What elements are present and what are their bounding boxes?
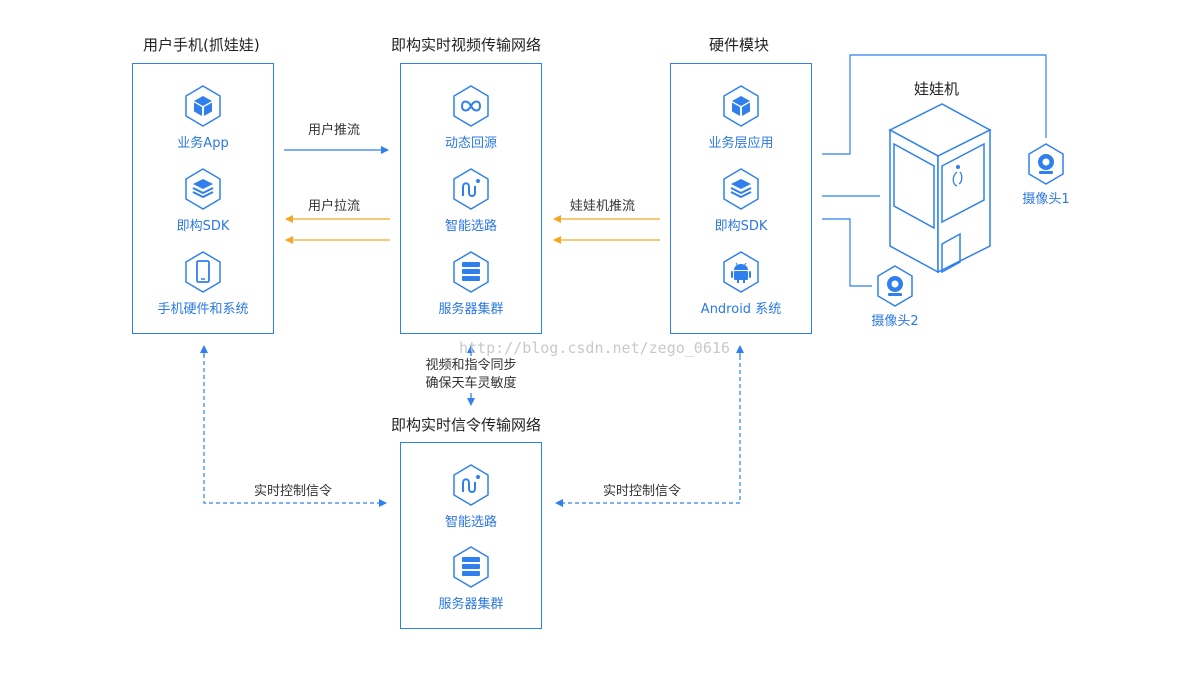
item-label: 服务器集群 (438, 597, 504, 612)
cam2-wire (822, 218, 872, 287)
route-icon (453, 464, 489, 506)
webcam-icon (1028, 143, 1064, 185)
machine-push-label: 娃娃机推流 (570, 199, 636, 214)
route-icon (453, 168, 489, 210)
video-item-routing: 智能选路 (401, 167, 541, 234)
infinity-icon (453, 85, 489, 127)
item-label: 服务器集群 (438, 302, 504, 317)
control-right-label: 实时控制信令 (603, 484, 682, 499)
video-net-title: 即构实时视频传输网络 (391, 36, 542, 54)
phone-title: 用户手机(抓娃娃) (143, 36, 260, 54)
phone-item-app: 业务App (133, 84, 273, 151)
hardware-item-android: Android 系统 (671, 250, 811, 317)
layers-icon (723, 168, 759, 210)
item-label: 智能选路 (444, 219, 497, 234)
signal-item-routing: 智能选路 (401, 463, 541, 530)
item-label: 即构SDK (176, 219, 230, 234)
video-net-box: 动态回源 智能选路 服务器集群 (400, 63, 542, 334)
camera-2-label: 摄像头2 (871, 314, 919, 329)
control-left-label: 实时控制信令 (254, 484, 333, 499)
camera-2: 摄像头2 (863, 264, 927, 329)
item-label: 手机硬件和系统 (157, 302, 249, 317)
camera-1-label: 摄像头1 (1022, 192, 1070, 207)
hardware-box: 业务层应用 即构SDK Android 系统 (670, 63, 812, 334)
machine-title: 娃娃机 (914, 80, 960, 98)
sync-line-1: 视频和指令同步 (425, 358, 517, 373)
phone-item-hardware: 手机硬件和系统 (133, 250, 273, 317)
control-right-path (555, 356, 741, 507)
server-icon (453, 546, 489, 588)
hardware-item-app: 业务层应用 (671, 84, 811, 151)
phone-item-sdk: 即构SDK (133, 167, 273, 234)
control-left-path (203, 354, 387, 507)
phone-box: 业务App 即构SDK 手机硬件和系统 (132, 63, 274, 334)
cube-icon (723, 85, 759, 127)
camera-1: 摄像头1 (1014, 142, 1078, 207)
signal-net-title: 即构实时信令传输网络 (391, 416, 542, 434)
phone-icon (185, 251, 221, 293)
sync-label: 视频和指令同步 确保天车灵敏度 (410, 357, 532, 393)
item-label: 动态回源 (444, 136, 497, 151)
server-icon (453, 251, 489, 293)
hardware-item-sdk: 即构SDK (671, 167, 811, 234)
item-label: 业务层应用 (708, 136, 774, 151)
user-push-label: 用户推流 (308, 123, 361, 138)
item-label: 即构SDK (714, 219, 768, 234)
claw-machine-illustration (888, 103, 992, 274)
signal-item-servers: 服务器集群 (401, 545, 541, 612)
item-label: Android 系统 (700, 302, 782, 317)
hardware-title: 硬件模块 (709, 36, 770, 54)
layers-icon (185, 168, 221, 210)
cam1-wire (822, 54, 1047, 155)
user-pull-label: 用户拉流 (308, 199, 361, 214)
webcam-icon (877, 265, 913, 307)
item-label: 业务App (177, 136, 229, 151)
video-item-servers: 服务器集群 (401, 250, 541, 317)
android-icon (723, 251, 759, 293)
signal-net-box: 智能选路 服务器集群 (400, 442, 542, 629)
sync-line-2: 确保天车灵敏度 (425, 376, 517, 391)
watermark-text: http://blog.csdn.net/zego_0616 (459, 339, 730, 357)
video-item-origin: 动态回源 (401, 84, 541, 151)
cube-icon (185, 85, 221, 127)
item-label: 智能选路 (444, 515, 497, 530)
